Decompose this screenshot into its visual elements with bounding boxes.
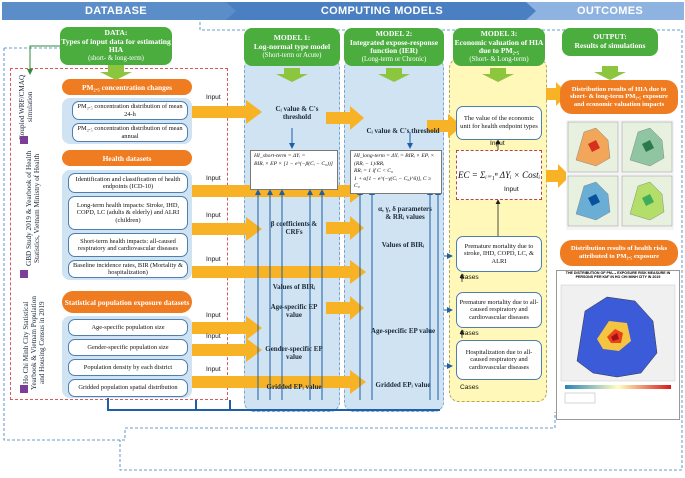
hia-maps [566,120,674,230]
pop-item: Population density by each district [68,359,188,376]
risk-map: THE DISTRIBUTION OF PM₂.₅ EXPOSURE RISK … [556,270,680,420]
input-label: Input [206,256,221,263]
model3-outcome: Hospitalization due to all-caused respir… [456,340,542,380]
model1-c-value: Cᵢ value & C's threshold [275,104,319,121]
model1-title: MODEL 1: [273,33,311,43]
output-dist-hia: Distribution results of HIA due to short… [560,80,678,114]
model1-age-ep: Age-specific EP value [270,302,318,319]
cases-label: Cases [460,384,479,391]
data-note: (short- & long-term) [88,55,144,63]
model3-formula: EC = Σᵢ₌₁ⁿ ΔYᵢ × Costᵢ [456,150,542,200]
model2-note: (Long-term or Chronic) [361,56,427,64]
cases-label: Cases [460,330,479,337]
input-label: Input [206,212,221,219]
banner-outcomes: OUTCOMES [577,5,643,17]
input-label: Input [206,312,221,319]
formula-line: RRᵢ = 1 if C < C₀ [354,168,393,175]
output-title-box: OUTPUT: Results of simulations [562,28,658,56]
model1-gridded-ep: Gridded EPᵢ value [266,382,322,391]
model3-outcome: Premature mortality due to all-caused re… [456,292,542,328]
pm-item: PM₂.₅ concentration distribution of mean… [72,123,188,142]
source-marker [20,136,28,144]
pop-group-header: Statistical population exposure datasets [62,291,192,313]
health-item: Short-term health impacts: all-caused re… [68,233,188,257]
data-subtitle: Types of input data for estimating HIA [61,36,171,55]
input-label: Input [206,333,221,340]
output-dist-risk: Distribution results of health risks att… [560,240,678,266]
health-item: Identification and classification of hea… [68,173,188,193]
formula-line: HI_short-term = ΔYᵢ = [254,153,306,159]
source-marker [20,385,28,393]
source-marker [20,270,28,278]
model3-title-box: MODEL 3: Economic valuation of HIA due t… [453,28,545,66]
model1-beta: β coefficients & CRFs [270,219,318,236]
input-label: Input [206,94,221,101]
model1-subtitle: Log-normal type model [253,42,331,52]
input-label: Input [206,366,221,373]
model1-note: (Short-term or Acute) [262,51,322,59]
model2-title-box: MODEL 2: Integrated expose-response func… [344,28,444,66]
model2-subtitle: Integrated expose-response function (IER… [349,37,439,56]
data-title-box: DATA: Types of input data for estimating… [60,27,172,65]
model1-column [244,58,340,412]
output-title: OUTPUT: [593,32,627,42]
model2-bir: Values of BIRᵢ [381,240,425,249]
model2-formula: HI_long-term = ΔYᵢ = BIRᵢ × EPᵢ × (RRᵢ −… [350,150,442,194]
output-subtitle: Results of simulations [574,41,646,50]
formula-line: 1 + α[1 − e^(−γ(Cᵢ − C₀)^δ)], C ≥ C₀ [354,175,432,190]
health-group-header: Health datasets [62,150,192,166]
banner-arrows [2,2,684,20]
pop-item: Gridded population spatial distribution [68,379,188,397]
risk-map-title: THE DISTRIBUTION OF PM₂.₅ EXPOSURE RISK … [565,271,671,279]
model1-formula: HI_short-term = ΔYᵢ = BIRᵢ × EP × [1 − e… [250,150,338,190]
model2-title: MODEL 2: [375,29,413,39]
data-title: DATA: [104,28,128,38]
input-label: Input [504,186,519,193]
banner-database: DATABASE [85,5,147,17]
formula-line: BIRᵢ × EP × [1 − e^(−β(Cᵢ − C₀))] [254,160,333,167]
input-label: Input [490,140,505,147]
model2-age-ep: Age-specific EP value [370,326,436,335]
banner-computing-models: COMPUTING MODELS [320,5,444,17]
model1-title-box: MODEL 1: Log-normal type model (Short-te… [244,28,340,66]
pm-item: PM₂.₅ concentration distribution of mean… [72,101,188,120]
model3-title: MODEL 3: [480,29,518,39]
model3-subtitle: Economic valuation of HIA due to PM₂.₅ [454,37,544,56]
model3-note: (Short- & Long-term) [469,56,529,64]
cases-label: Cases [460,274,479,281]
input-label: Input [206,175,221,182]
pop-item: Age-specific population size [68,319,188,336]
model3-outcome: Premature mortality due to stroke, IHD, … [456,236,542,272]
health-item: Baseline incidence rates, BIR (Mortality… [68,260,188,278]
model1-bir: Values of BIRᵢ [272,282,316,291]
model2-c-value: Cᵢ value & C's threshold [366,126,440,135]
model3-value-box: The value of the economic unit for healt… [456,106,542,140]
model2-params: α, γ, δ parameters & RRᵢ values [378,204,432,221]
risk-map-graphic [560,284,676,404]
model1-gender-ep: Gender-specific EP value [265,344,323,361]
health-item: Long-term health impacts: Stroke, IHD, C… [68,196,188,230]
pm-group-header: PM₂.₅ concentration changes [62,79,192,95]
hia-map-graphic [567,121,673,227]
formula-line: HI_long-term = ΔYᵢ = BIRᵢ × EPᵢ × (RRᵢ −… [354,153,435,167]
model2-gridded-ep: Gridded EPᵢ value [375,380,431,389]
pop-item: Gender-specific population size [68,339,188,356]
